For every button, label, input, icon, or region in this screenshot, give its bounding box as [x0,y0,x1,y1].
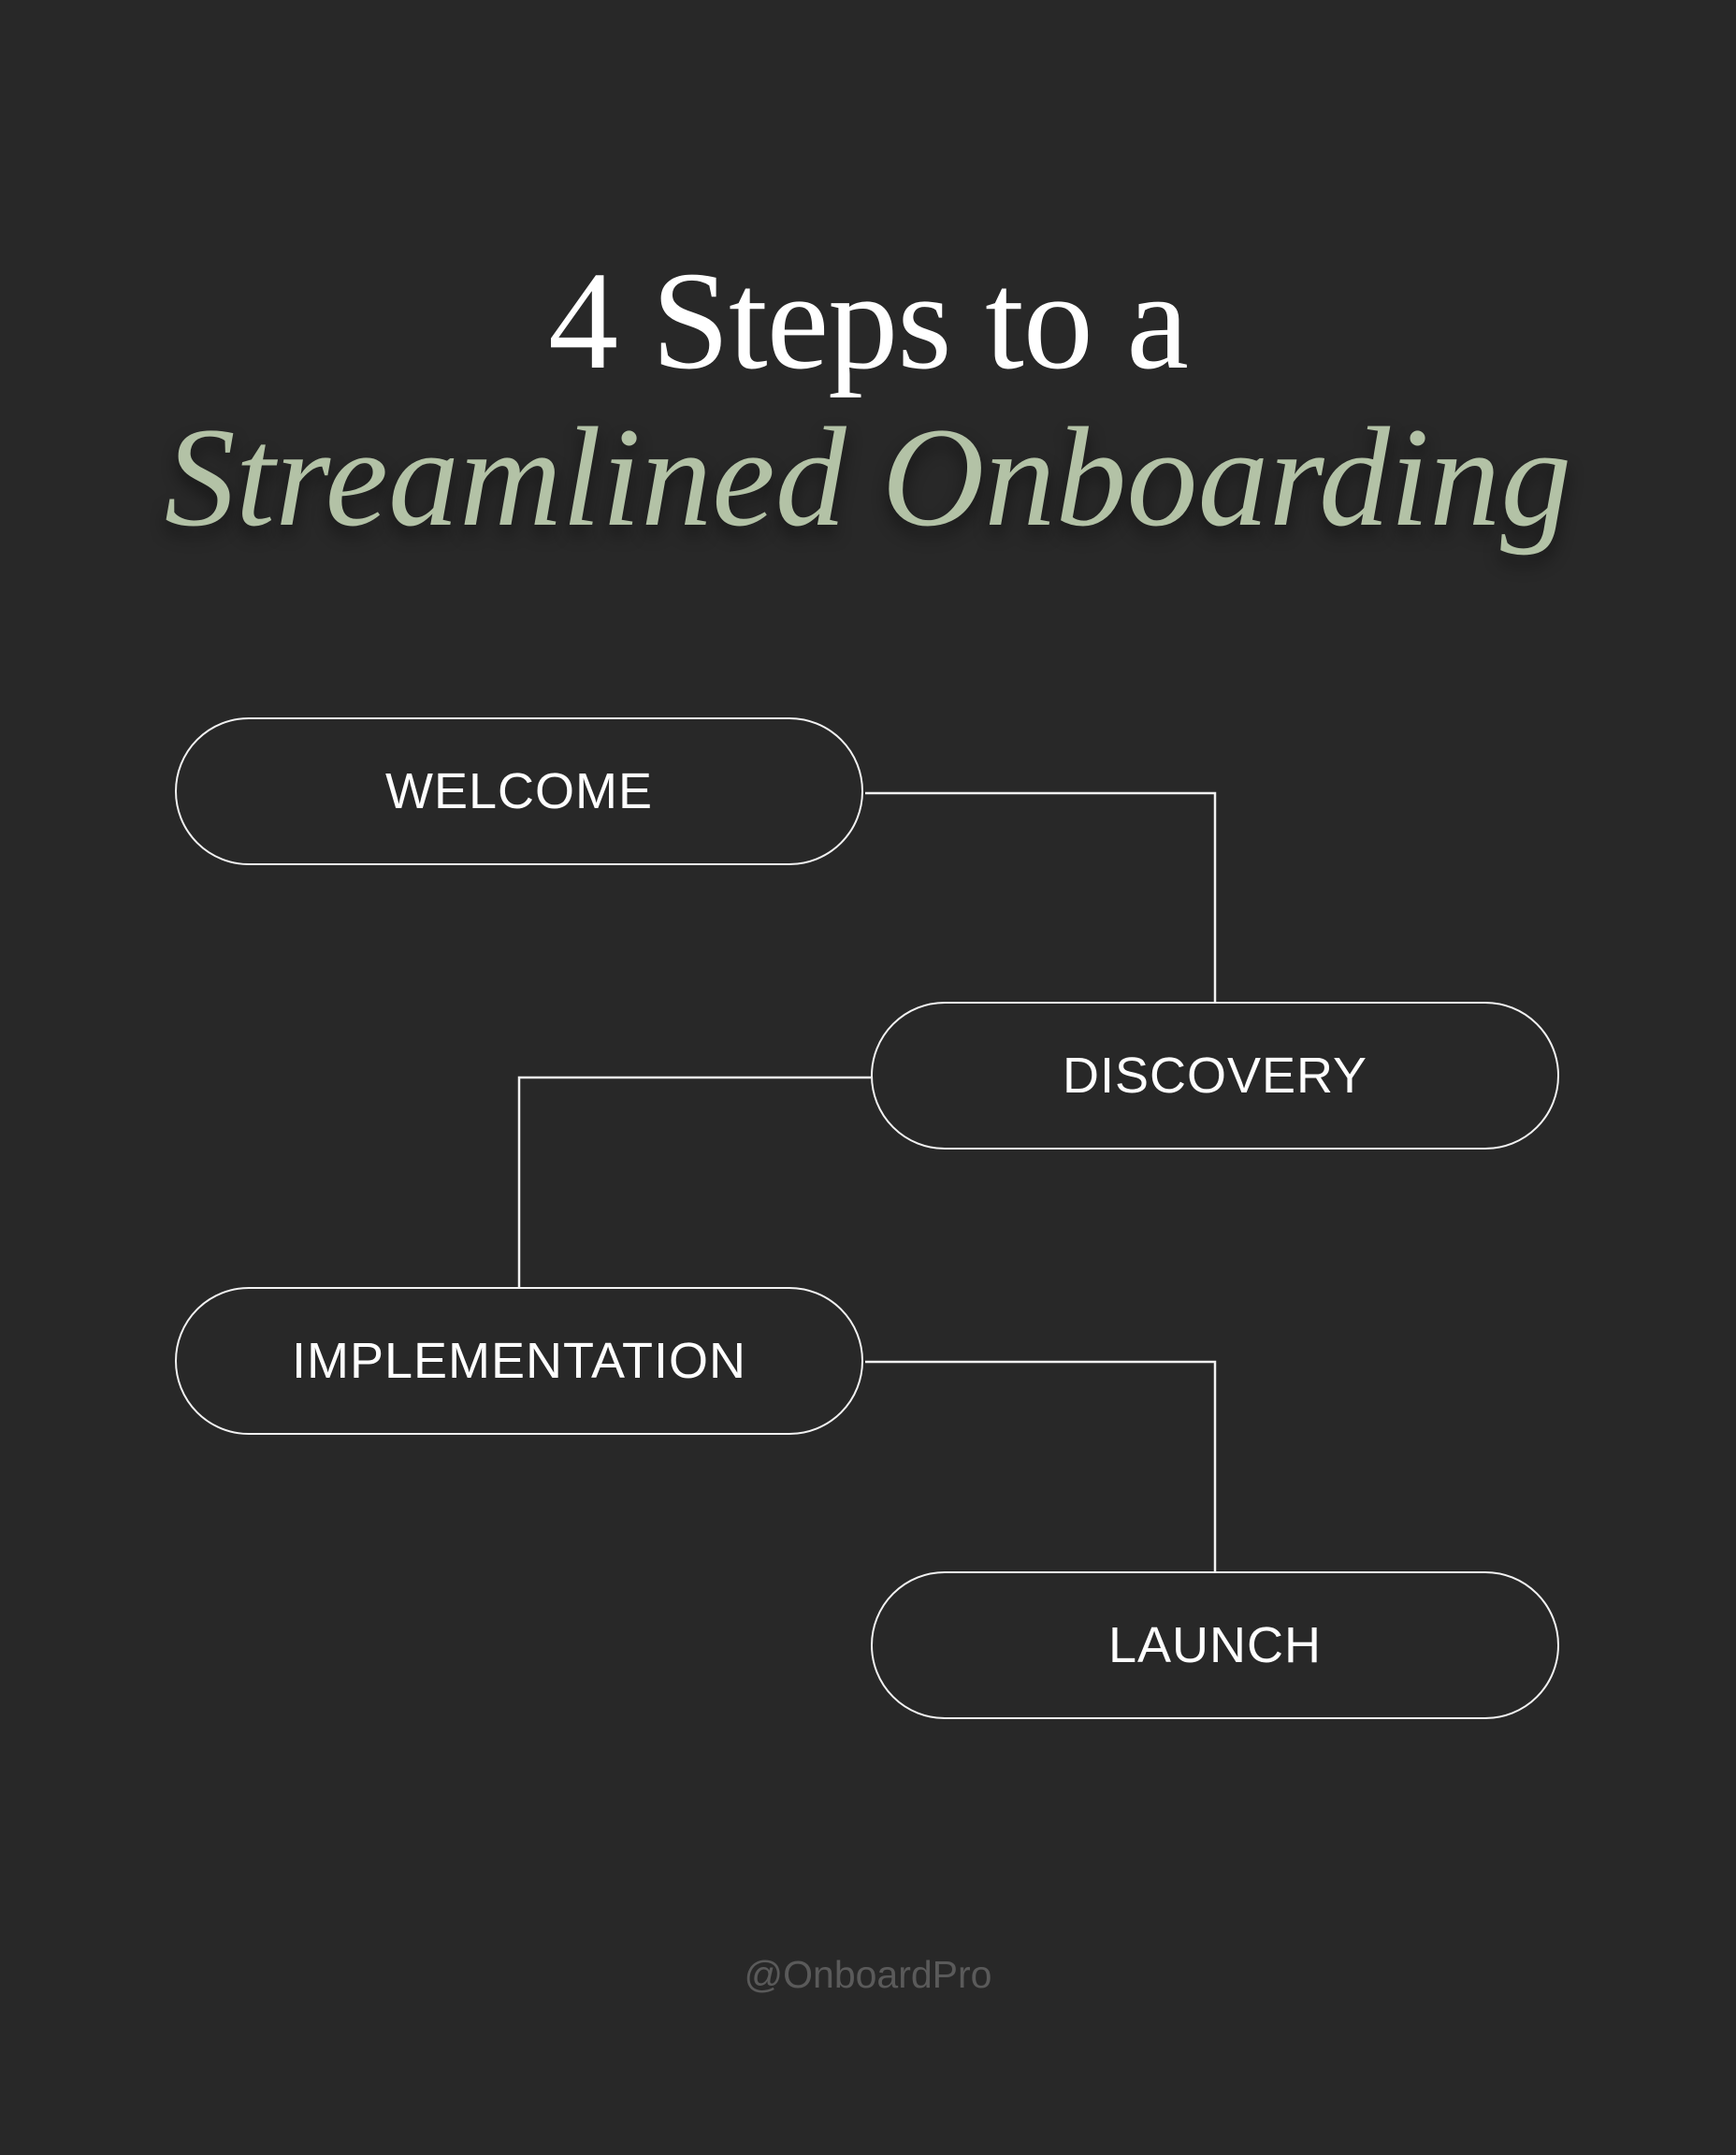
footer-handle: @OnboardPro [744,1953,992,1996]
connector-discovery-implementation [517,1076,871,1287]
connector-welcome-discovery [865,791,1217,1003]
connector-implementation-launch [865,1360,1217,1572]
title-line-2: Streamlined Onboarding [164,398,1572,556]
step-implementation: IMPLEMENTATION [175,1287,863,1435]
step-label: IMPLEMENTATION [291,1333,747,1389]
step-label: DISCOVERY [1062,1048,1368,1104]
title-line-1: 4 Steps to a [548,243,1189,398]
step-label: LAUNCH [1107,1617,1323,1673]
step-welcome: WELCOME [175,717,863,865]
step-discovery: DISCOVERY [871,1002,1559,1150]
step-label: WELCOME [384,763,654,819]
step-launch: LAUNCH [871,1571,1559,1719]
